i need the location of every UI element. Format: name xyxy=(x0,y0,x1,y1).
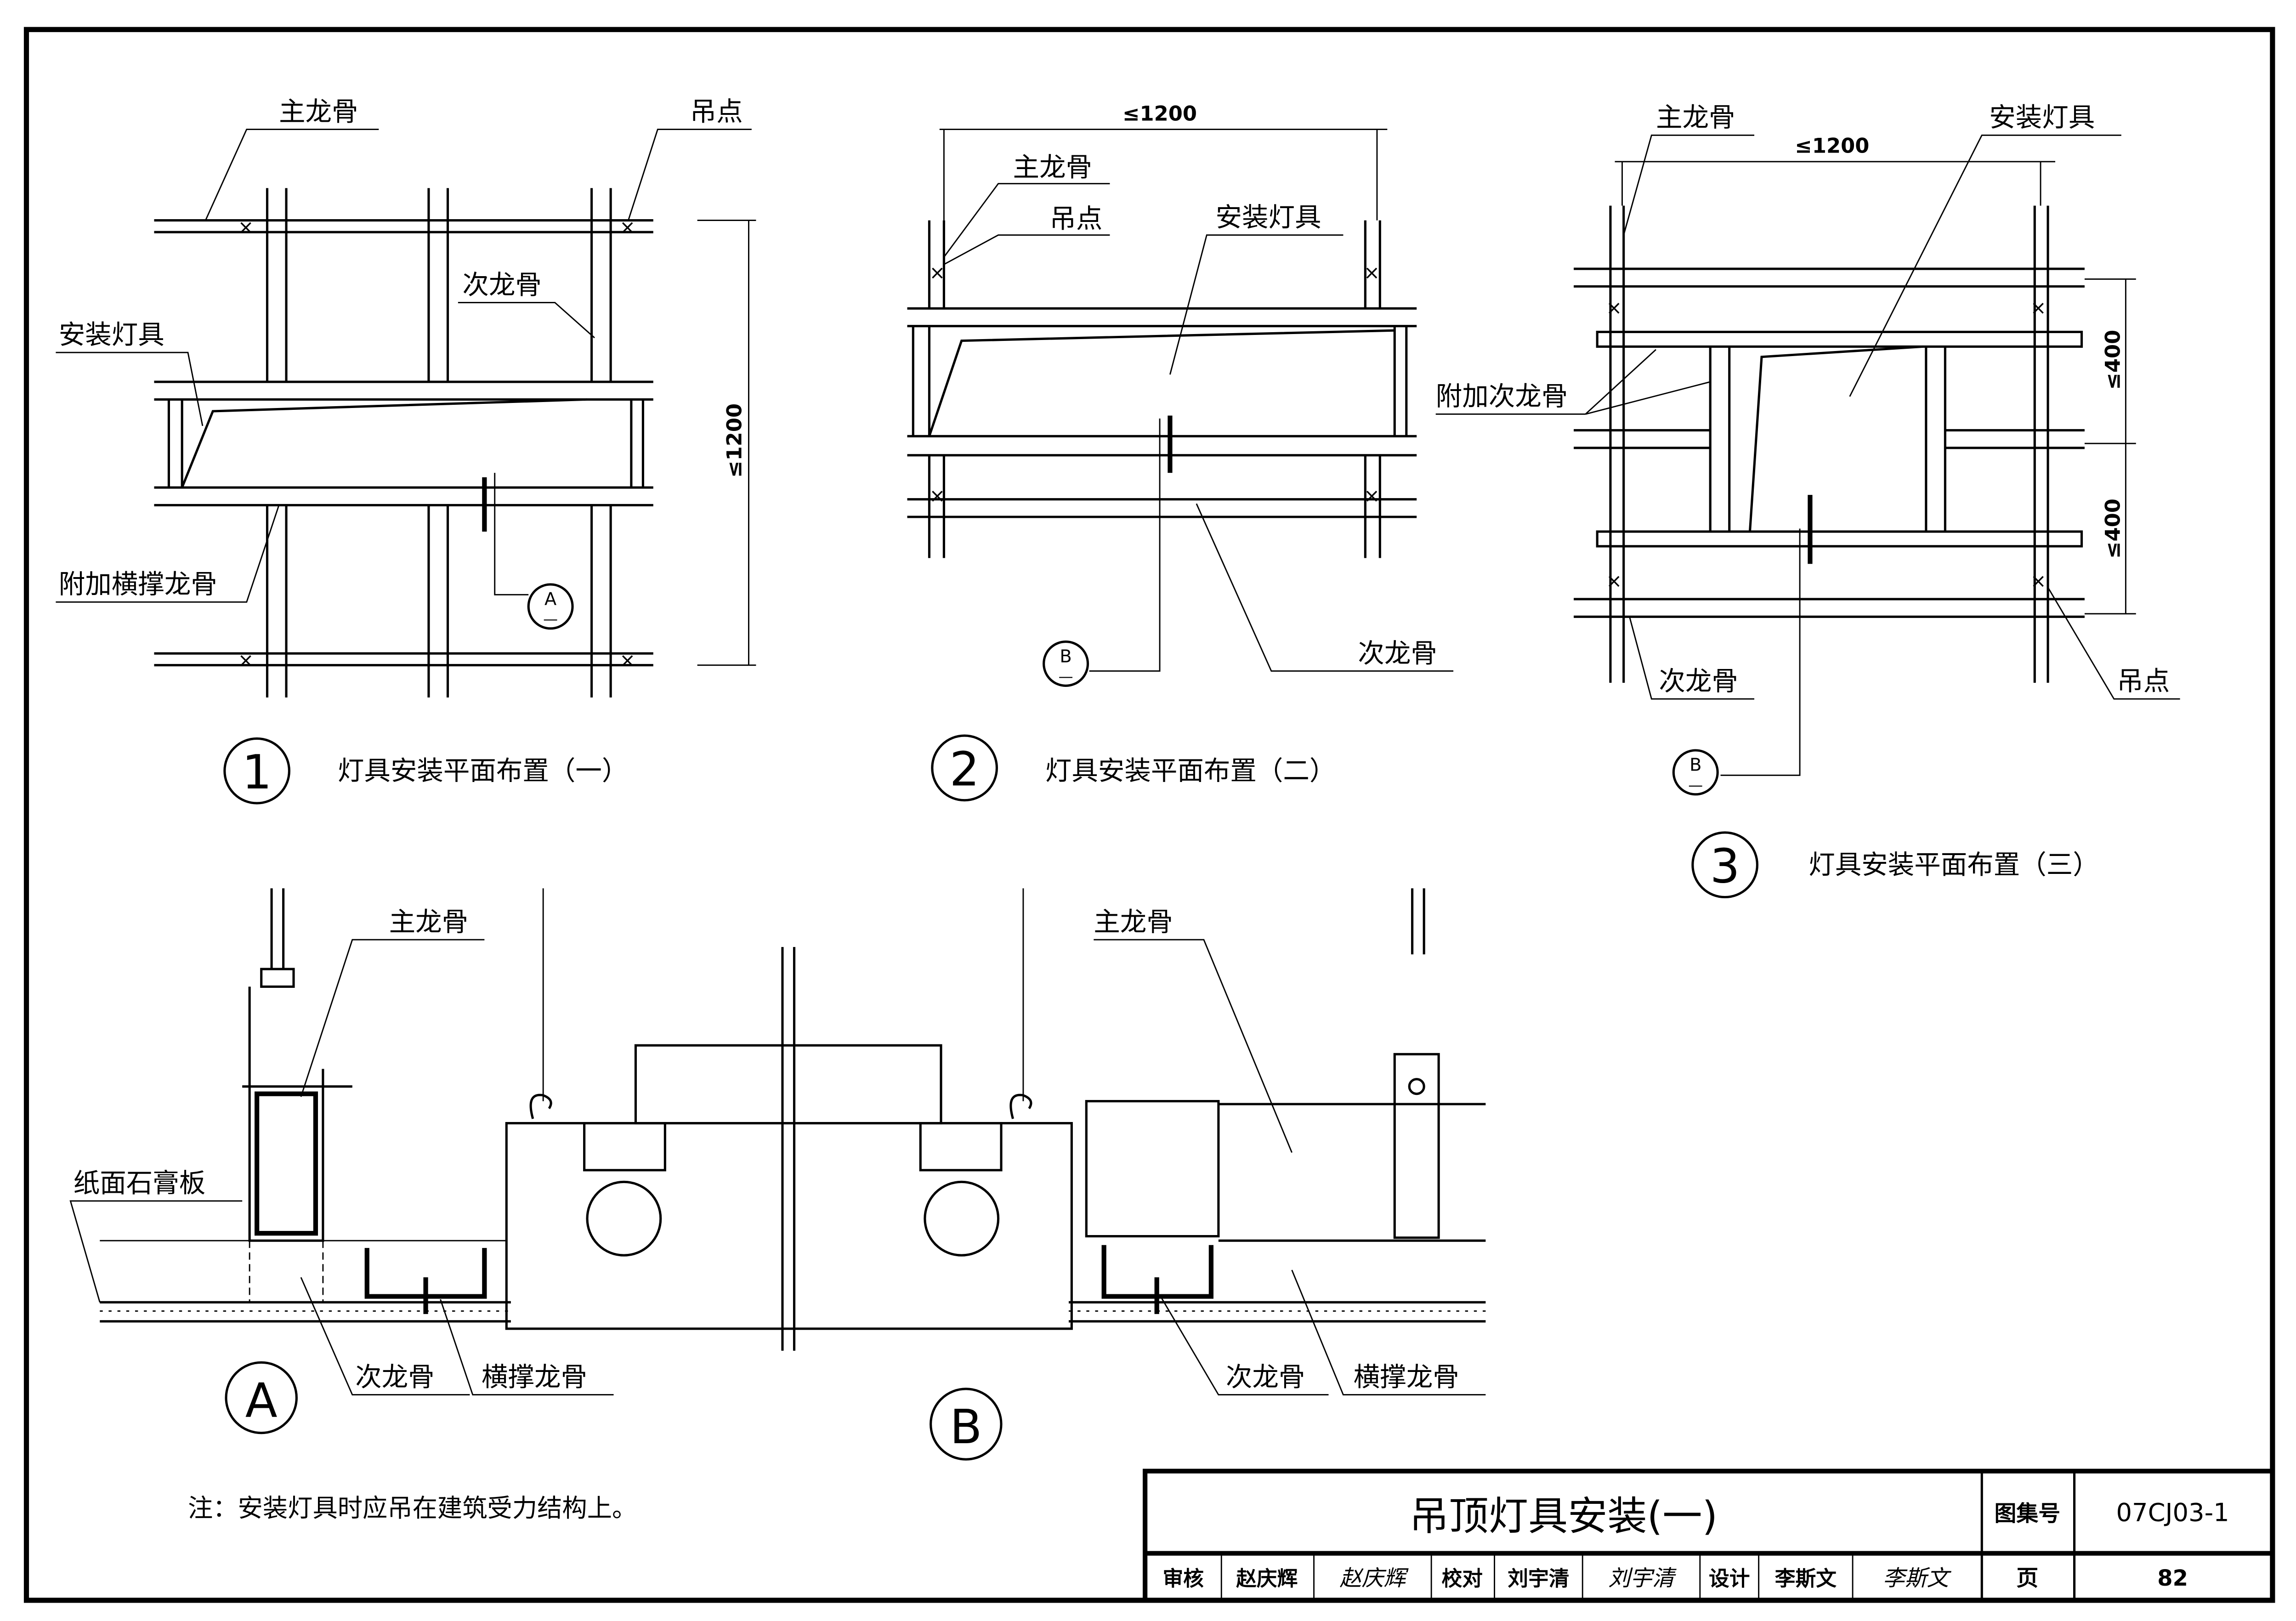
svg-text:×: × xyxy=(929,484,945,507)
label-secondary-joist-b: 次龙骨 xyxy=(1226,1361,1305,1392)
section-b-letter-v2: B xyxy=(1060,646,1071,667)
label-hanging-point-3: 吊点 xyxy=(2117,666,2170,697)
label-additional-cross-joist: 附加横撑龙骨 xyxy=(59,569,217,600)
dim-1200-v3: ≤1200 xyxy=(1795,134,1869,158)
svg-text:×: × xyxy=(929,261,945,283)
section-b-dash-v3: — xyxy=(1688,776,1703,793)
view-2-number: 2 xyxy=(950,742,980,797)
svg-text:×: × xyxy=(619,649,635,671)
title-block: 吊顶灯具安装(一) 图集号 07CJ03-1 页 82 审核 赵庆辉 赵庆辉 校… xyxy=(1142,1468,2275,1603)
label-additional-secondary-joist: 附加次龙骨 xyxy=(1436,381,1568,412)
review-label: 审核 xyxy=(1162,1566,1204,1591)
label-main-joist-2: 主龙骨 xyxy=(1013,152,1093,183)
view-1-title: 灯具安装平面布置（一） xyxy=(338,755,629,786)
label-hanging-point-2: 吊点 xyxy=(1049,204,1102,234)
label-main-joist-b: 主龙骨 xyxy=(1094,907,1173,937)
svg-text:×: × xyxy=(238,649,254,671)
label-gypsum-board: 纸面石膏板 xyxy=(74,1168,206,1199)
check-name: 刘宇清 xyxy=(1508,1566,1569,1591)
check-signature: 刘宇清 xyxy=(1608,1566,1677,1591)
svg-text:×: × xyxy=(1606,296,1622,319)
label-install-fixture-1: 安装灯具 xyxy=(59,319,164,350)
section-b-marker-v3[interactable] xyxy=(1672,749,1719,796)
section-a-dash: — xyxy=(543,610,558,628)
label-main-joist-a: 主龙骨 xyxy=(389,907,469,937)
dim-1200-v2: ≤1200 xyxy=(1122,101,1197,125)
label-secondary-joist-1: 次龙骨 xyxy=(462,269,541,300)
label-main-joist-3: 主龙骨 xyxy=(1656,102,1735,133)
label-install-fixture-3: 安装灯具 xyxy=(1989,102,2095,133)
drawing-title: 吊顶灯具安装(一) xyxy=(1409,1494,1718,1540)
label-hanging-point-1: 吊点 xyxy=(690,96,743,127)
design-name: 李斯文 xyxy=(1775,1566,1837,1591)
view-1-number: 1 xyxy=(242,745,272,800)
section-b-marker-v2[interactable] xyxy=(1043,640,1089,687)
atlas-label: 图集号 xyxy=(1994,1501,2060,1526)
section-a-title: A xyxy=(245,1374,278,1428)
design-signature: 李斯文 xyxy=(1883,1566,1952,1591)
page-number: 82 xyxy=(2157,1566,2188,1591)
review-signature: 赵庆辉 xyxy=(1339,1566,1409,1591)
view-2-title: 灯具安装平面布置（二） xyxy=(1045,755,1336,786)
label-main-joist-1: 主龙骨 xyxy=(279,96,358,127)
design-label: 设计 xyxy=(1709,1566,1750,1591)
svg-text:×: × xyxy=(1364,261,1380,283)
dim-1200-v1: ≤1200 xyxy=(722,403,746,478)
dim-400-upper: ≤400 xyxy=(2101,330,2125,390)
view-3-number: 3 xyxy=(1710,839,1740,894)
section-a-letter: A xyxy=(544,589,556,610)
section-b-title: B xyxy=(950,1400,982,1455)
svg-text:×: × xyxy=(1606,569,1622,592)
section-b-letter-v3: B xyxy=(1689,755,1701,776)
section-b-dash-v2: — xyxy=(1059,668,1073,685)
plan-view-2: ≤1200 × × × × B — 主龙骨 吊点 安装灯具 次龙骨 2 灯具安装平面… xyxy=(907,101,1454,802)
label-cross-brace-b: 横撑龙骨 xyxy=(1354,1361,1459,1392)
svg-text:×: × xyxy=(619,215,635,238)
svg-text:×: × xyxy=(238,215,254,238)
label-secondary-joist-2: 次龙骨 xyxy=(1358,638,1437,669)
section-a-marker[interactable] xyxy=(527,583,574,630)
view-3-title: 灯具安装平面布置（三） xyxy=(1808,849,2099,880)
atlas-number: 07CJ03-1 xyxy=(2116,1498,2229,1527)
svg-text:×: × xyxy=(2030,296,2047,319)
note-text: 注：安装灯具时应吊在建筑受力结构上。 xyxy=(188,1494,637,1523)
review-name: 赵庆辉 xyxy=(1236,1566,1298,1591)
dim-400-lower: ≤400 xyxy=(2101,499,2125,559)
label-cross-brace-a: 横撑龙骨 xyxy=(482,1361,587,1392)
svg-text:×: × xyxy=(1364,484,1380,507)
label-secondary-joist-a: 次龙骨 xyxy=(355,1361,435,1392)
plan-view-1: × × × × A — ≤1200 主龙骨 吊点 次龙骨 安装灯具 附加横撑龙骨… xyxy=(56,96,756,805)
section-detail: 主龙骨 纸面石膏板 次龙骨 横撑龙骨 主龙骨 次龙骨 横撑龙骨 A B xyxy=(69,888,1486,1461)
svg-text:×: × xyxy=(2030,569,2047,592)
plan-view-3: ≤1200 × × × × ≤400 ≤400 B — 主龙骨 安装灯具 附加次龙骨… xyxy=(1436,102,2180,899)
check-label: 校对 xyxy=(1442,1566,1483,1591)
page-label: 页 xyxy=(2016,1566,2038,1591)
section-a-circle xyxy=(225,1361,298,1434)
label-secondary-joist-3: 次龙骨 xyxy=(1659,666,1738,697)
label-install-fixture-2: 安装灯具 xyxy=(1215,202,1321,232)
section-b-circle xyxy=(930,1388,1003,1461)
